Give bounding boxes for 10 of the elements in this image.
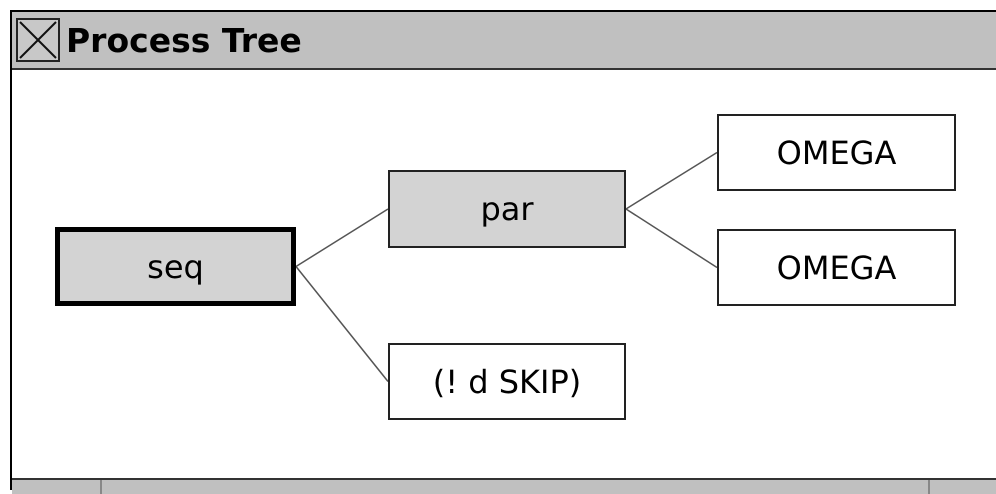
connector-line bbox=[626, 152, 718, 210]
operator-node: seq bbox=[55, 227, 296, 306]
leaf-node: OMEGA bbox=[717, 229, 956, 306]
window-title: Process Tree bbox=[66, 24, 302, 56]
leaf-node: OMEGA bbox=[717, 114, 956, 191]
connector-line bbox=[626, 208, 718, 268]
connector-line bbox=[295, 266, 389, 382]
connector-line bbox=[296, 208, 388, 268]
operator-node: par bbox=[388, 170, 626, 248]
leaf-node: (! d SKIP) bbox=[388, 343, 626, 420]
